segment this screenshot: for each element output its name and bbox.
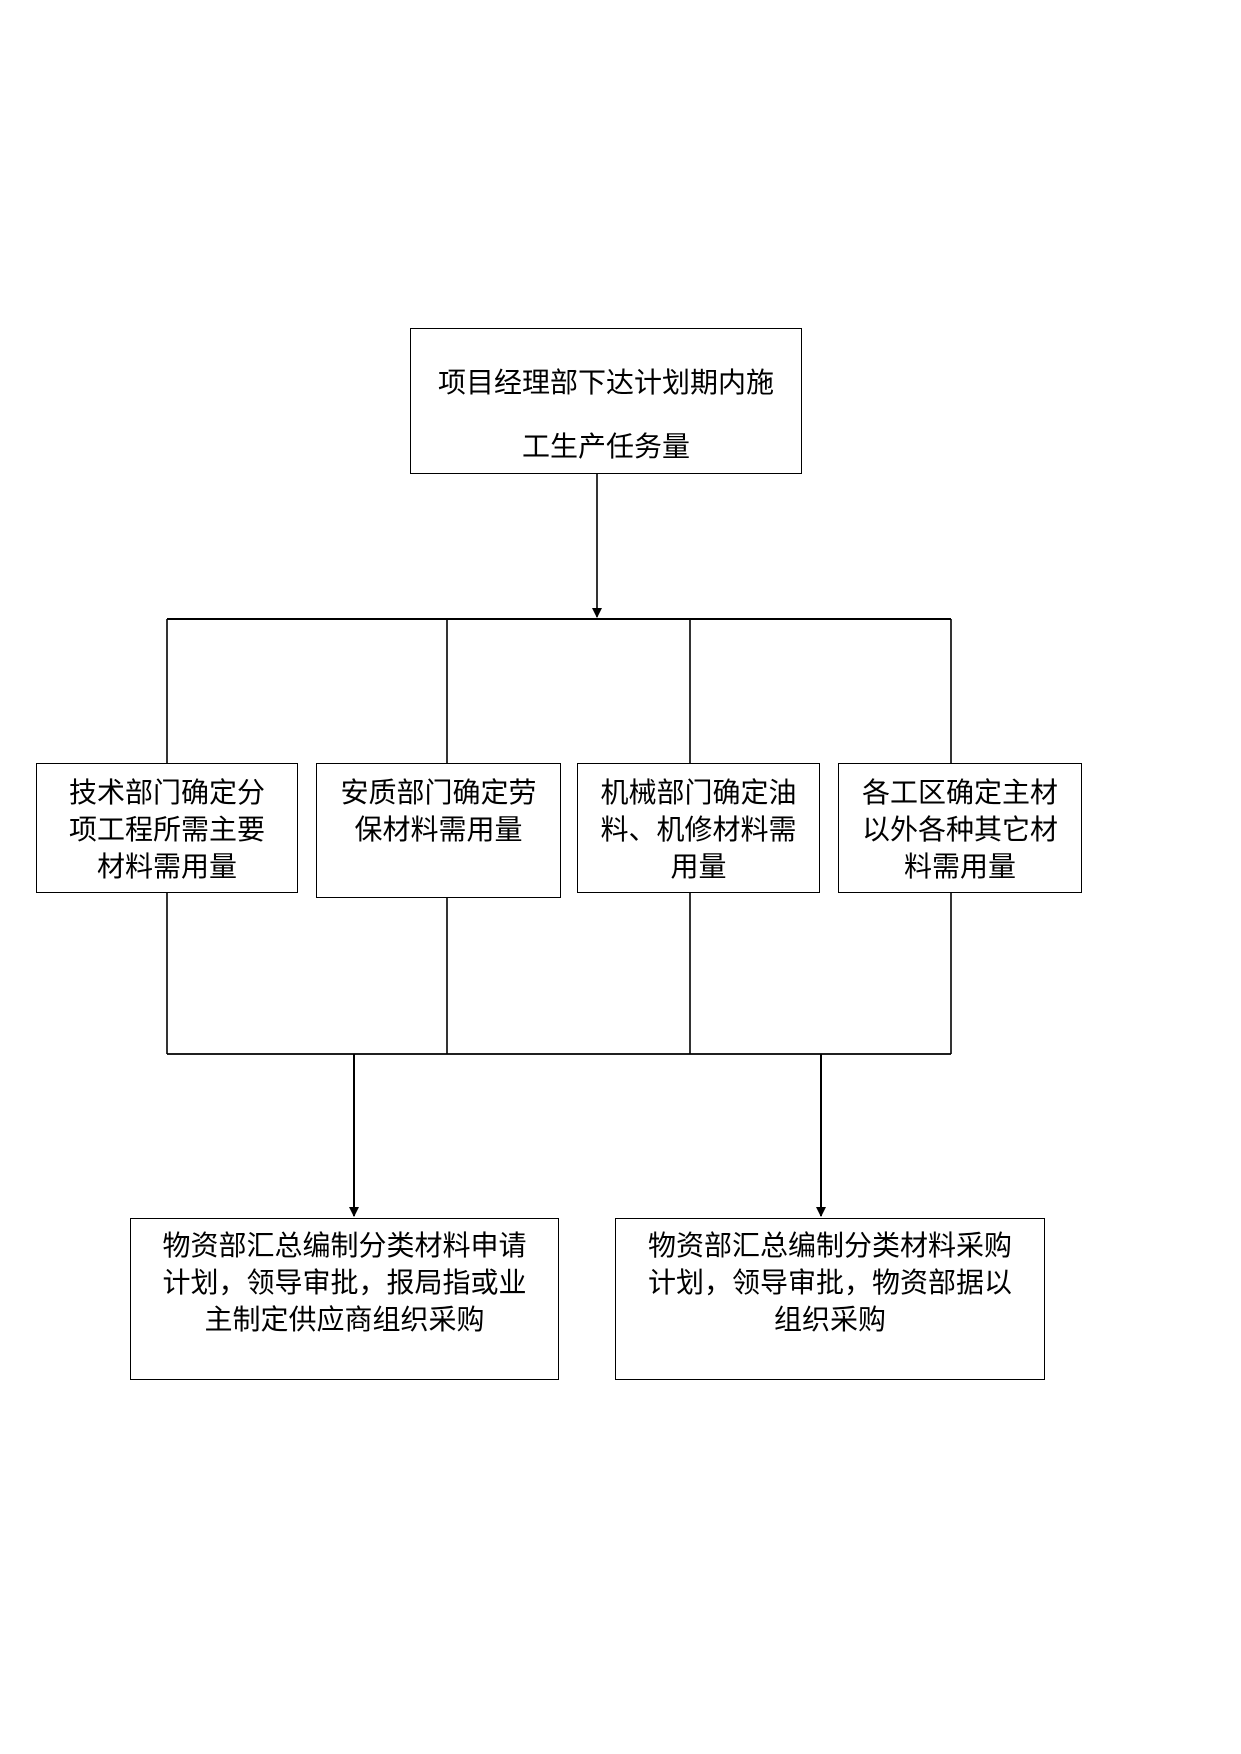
box-text-line: 保材料需用量 <box>354 813 523 846</box>
safety-department-box: 安质部门确定劳 保材料需用量 <box>316 763 561 898</box>
box-text-line: 以外各种其它材 <box>861 813 1058 846</box>
box-text-line: 料需用量 <box>903 850 1016 883</box>
box-text-line: 用量 <box>670 850 727 883</box>
project-task-box: 项目经理部下达计划期内施 工生产任务量 <box>410 328 802 474</box>
box-text-line: 安质部门确定劳 <box>340 776 537 809</box>
box-text-line: 主制定供应商组织采购 <box>204 1303 485 1336</box>
material-purchase-plan-box: 物资部汇总编制分类材料采购 计划，领导审批，物资部据以 组织采购 <box>615 1218 1045 1380</box>
box-text-line: 材料需用量 <box>96 850 237 883</box>
material-application-plan-box: 物资部汇总编制分类材料申请 计划，领导审批，报局指或业 主制定供应商组织采购 <box>130 1218 559 1380</box>
box-text-line: 工生产任务量 <box>521 430 690 463</box>
box-text-line: 计划，领导审批，报局指或业 <box>162 1266 527 1299</box>
box-text-line: 各工区确定主材 <box>861 776 1058 809</box>
box-text-line: 组织采购 <box>773 1303 886 1336</box>
box-text-line: 机械部门确定油 <box>600 776 797 809</box>
box-text-line: 计划，领导审批，物资部据以 <box>647 1266 1012 1299</box>
tech-department-box: 技术部门确定分 项工程所需主要 材料需用量 <box>36 763 298 893</box>
box-text-line: 项目经理部下达计划期内施 <box>437 366 774 399</box>
work-zone-box: 各工区确定主材 以外各种其它材 料需用量 <box>838 763 1082 893</box>
box-text-line: 项工程所需主要 <box>68 813 265 846</box>
box-text-line: 技术部门确定分 <box>68 776 265 809</box>
machinery-department-box: 机械部门确定油 料、机修材料需 用量 <box>577 763 820 893</box>
box-text-line: 料、机修材料需 <box>600 813 797 846</box>
box-text-line: 物资部汇总编制分类材料采购 <box>647 1229 1012 1262</box>
box-text-line: 物资部汇总编制分类材料申请 <box>162 1229 527 1262</box>
